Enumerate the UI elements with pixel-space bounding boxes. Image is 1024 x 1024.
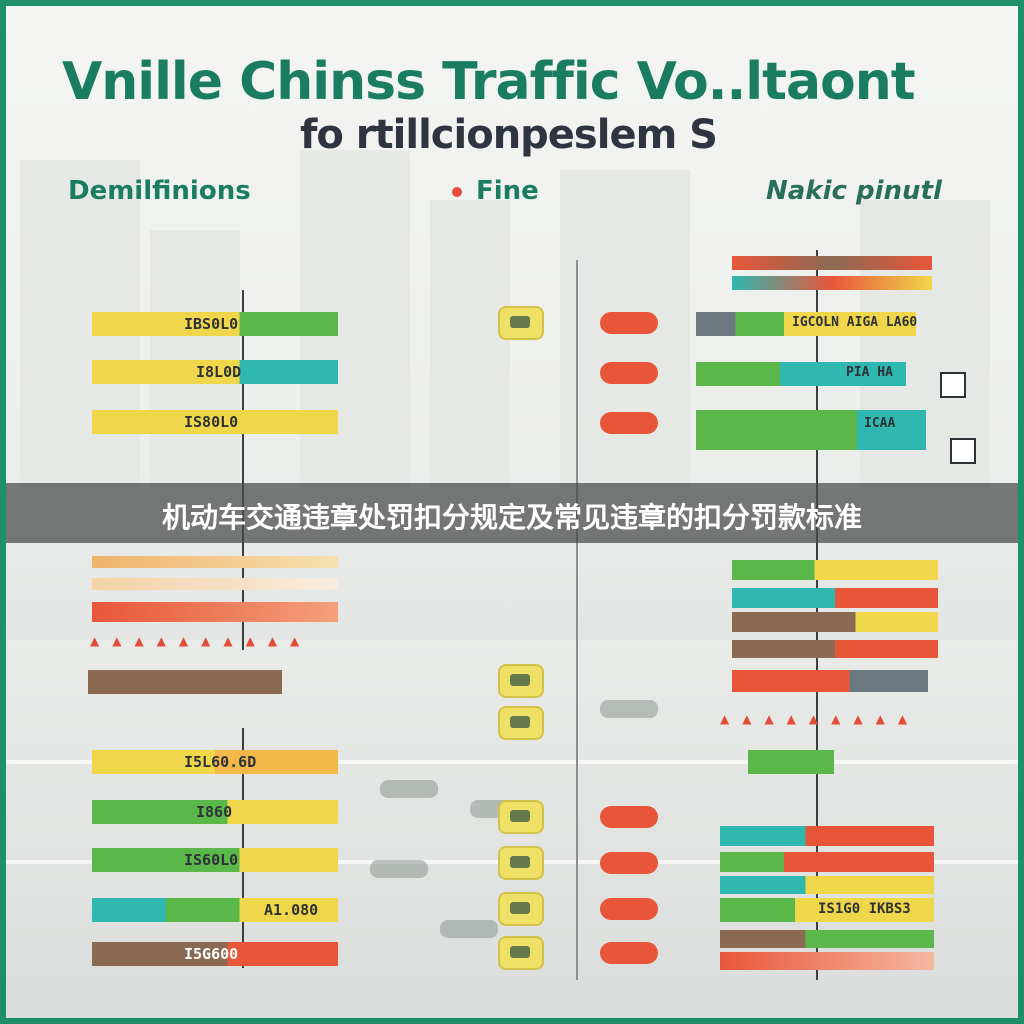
decorative-bar [720,930,934,948]
decorative-bar [720,952,934,970]
column-heading-middle-label: Fine [476,176,539,206]
fine-bar: I5G600 [92,942,338,966]
left-axis [242,290,244,650]
camera-icon [940,372,966,398]
column-heading-right: Nakic pinutl [766,176,942,206]
fine-bar-label: A1.080 [264,901,319,919]
background-building [430,200,510,490]
decorative-bar [720,852,934,872]
column-heading-middle: Fine [452,176,539,206]
decorative-bar [732,560,938,580]
column-heading-left: Demilfinions [68,176,251,206]
decorative-bar [88,670,282,694]
car-icon [498,706,544,740]
decorative-bar [92,578,338,590]
lane-marking [0,760,1024,764]
fine-bar: IBS0L0 [92,312,338,336]
fine-chip [600,362,658,384]
penalty-bar: PIA HA [696,362,906,386]
fine-bar: IS60L0 [92,848,338,872]
fine-chip [600,942,658,964]
decorative-bar [720,826,934,846]
fine-bar-label: I860 [196,803,233,821]
penalty-bar: IGCOLN AIGA LA60 [696,312,918,336]
decorative-bar [748,750,834,774]
fine-chip [600,852,658,874]
fine-bar: A1.080 [92,898,338,922]
page-title: Vnille Chinss Traffic Vo..ltaont [62,52,916,112]
decorative-bar [732,256,932,270]
penalty-bar-label: PIA HA [846,365,893,380]
fine-bar-label: IS60L0 [184,851,239,869]
decorative-bar [720,876,934,894]
car-icon [370,860,428,878]
fine-chip [600,806,658,828]
penalty-bar: IS1G0 IKBS3 [720,898,934,922]
fine-bar-label: I8L0D [196,363,242,381]
penalty-bar-label: IGCOLN AIGA LA60 [792,315,918,330]
penalty-bar-label: ICAA [864,416,896,431]
bullet-icon [452,186,462,197]
car-icon [600,700,658,718]
fine-chip [600,412,658,434]
car-icon [498,846,544,880]
fine-chip [600,898,658,920]
fine-bar-label: IBS0L0 [184,315,239,333]
decorative-bar [92,602,338,622]
page-subtitle: fo rtillcionpeslem S [300,112,718,158]
fine-bar: I8L0D [92,360,338,384]
car-icon [498,306,544,340]
arrow-icon-row: ▲▲▲▲▲▲▲▲▲▲ [90,634,313,648]
decorative-bar [732,276,932,290]
fine-bar: IS80L0 [92,410,338,434]
car-icon [498,800,544,834]
decorative-bar [732,612,938,632]
fine-bar: I860 [92,800,338,824]
car-icon [498,664,544,698]
decorative-bar [732,640,938,658]
middle-axis [576,260,578,980]
fine-bar-label: I5G600 [184,945,239,963]
penalty-bar-label: IS1G0 IKBS3 [818,901,911,917]
fine-chip [600,312,658,334]
fine-bar-label: IS80L0 [184,413,239,431]
penalty-bar: ICAA [696,410,926,450]
road-sign-icon [950,438,976,464]
arrow-icon-row: ▲▲▲▲▲▲▲▲▲ [720,712,921,726]
decorative-bar [92,556,338,568]
caption-band: 机动车交通违章处罚扣分规定及常见违章的扣分罚款标准 [0,483,1024,543]
car-icon [498,892,544,926]
decorative-bar [732,670,928,692]
fine-bar: I5L60.6D [92,750,338,774]
caption-text: 机动车交通违章处罚扣分规定及常见违章的扣分罚款标准 [161,501,862,534]
fine-bar-label: I5L60.6D [184,753,257,771]
car-icon [380,780,438,798]
car-icon [440,920,498,938]
decorative-bar [732,588,938,608]
car-icon [498,936,544,970]
